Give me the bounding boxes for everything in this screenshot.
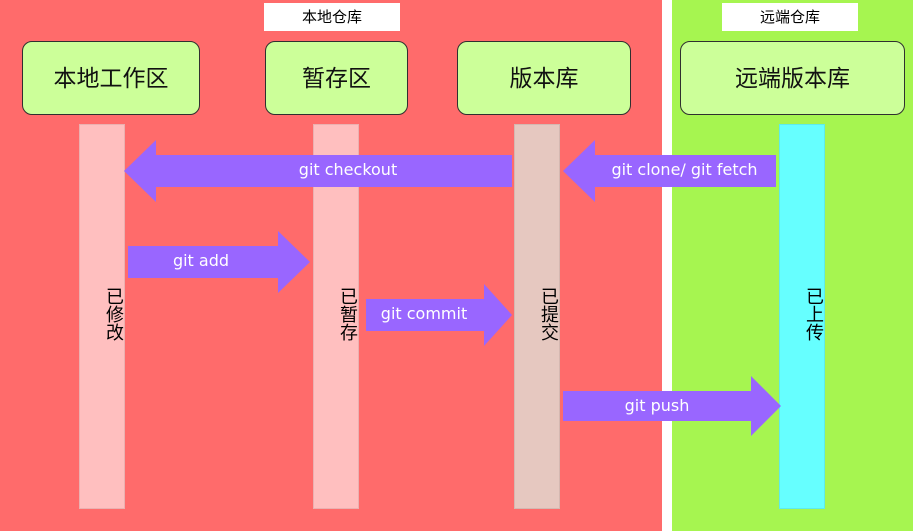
git-clone-fetch-label: git clone/ git fetch xyxy=(611,160,758,179)
committed-lane-label: 已提交 xyxy=(538,287,559,341)
region-divider xyxy=(662,0,672,531)
modified-lane-label: 已修改 xyxy=(103,287,124,341)
git-push-label: git push xyxy=(624,396,690,415)
left-arrow-icon xyxy=(124,140,512,202)
git-clone-fetch-arrow: git clone/ git fetch xyxy=(563,140,776,202)
local-repo-region-label: 本地仓库 xyxy=(264,3,400,31)
uploaded-lane: 已上传 xyxy=(779,124,825,509)
git-add-label: git add xyxy=(172,251,230,270)
modified-lane: 已修改 xyxy=(79,124,125,509)
git-checkout-label: git checkout xyxy=(298,160,398,179)
working-dir-box: 本地工作区 xyxy=(22,41,200,115)
left-arrow-icon xyxy=(563,140,776,202)
git-checkout-arrow: git checkout xyxy=(124,140,512,202)
staged-lane: 已暂存 xyxy=(313,124,359,509)
remote-repo-box: 远端版本库 xyxy=(680,41,905,115)
git-push-arrow: git push xyxy=(563,376,781,436)
right-arrow-icon xyxy=(366,284,512,346)
local-repo-box: 版本库 xyxy=(457,41,631,115)
git-commit-label: git commit xyxy=(380,304,468,323)
git-add-arrow: git add xyxy=(128,231,310,293)
uploaded-lane-label: 已上传 xyxy=(803,287,824,341)
staging-area-box: 暂存区 xyxy=(265,41,408,115)
right-arrow-icon xyxy=(128,231,310,293)
remote-repo-region-label: 远端仓库 xyxy=(722,3,858,31)
committed-lane: 已提交 xyxy=(514,124,560,509)
right-arrow-icon xyxy=(563,376,781,436)
staged-lane-label: 已暂存 xyxy=(337,287,358,341)
git-commit-arrow: git commit xyxy=(366,284,512,346)
